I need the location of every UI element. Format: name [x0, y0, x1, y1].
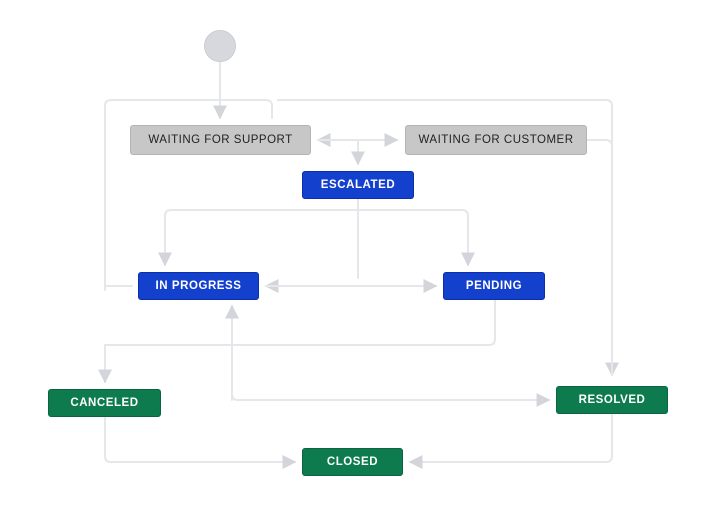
edge-escalated-to-pending: [357, 209, 475, 267]
node-escalated[interactable]: ESCALATED: [302, 171, 414, 199]
edge-pending-return-rail: [104, 299, 496, 346]
edge-canceled-to-closed: [104, 416, 297, 469]
node-label: IN PROGRESS: [155, 280, 242, 292]
node-label: WAITING FOR SUPPORT: [148, 134, 293, 146]
node-label: WAITING FOR CUSTOMER: [418, 134, 574, 146]
node-waiting-for-support[interactable]: WAITING FOR SUPPORT: [130, 125, 311, 155]
node-label: CANCELED: [70, 397, 139, 409]
node-resolved[interactable]: RESOLVED: [556, 386, 668, 414]
start-node[interactable]: [204, 30, 236, 62]
edge-outer-top-right-rail: [277, 99, 619, 377]
edge-escalated-to-in-progress: [158, 209, 359, 267]
node-label: RESOLVED: [578, 394, 646, 406]
edge-rail-to-resolved: [231, 393, 551, 407]
node-pending[interactable]: PENDING: [443, 272, 545, 300]
node-in-progress[interactable]: IN PROGRESS: [138, 272, 259, 300]
node-label: PENDING: [465, 280, 523, 292]
node-canceled[interactable]: CANCELED: [48, 389, 161, 417]
edge-wfc-right-rail: [586, 139, 613, 376]
node-closed[interactable]: CLOSED: [302, 448, 403, 476]
node-label: CLOSED: [326, 456, 379, 468]
node-label: ESCALATED: [320, 179, 396, 191]
edge-resolved-to-closed: [408, 413, 613, 469]
node-waiting-for-customer[interactable]: WAITING FOR CUSTOMER: [405, 125, 587, 155]
edge-outer-top-left-rail: [104, 99, 273, 291]
